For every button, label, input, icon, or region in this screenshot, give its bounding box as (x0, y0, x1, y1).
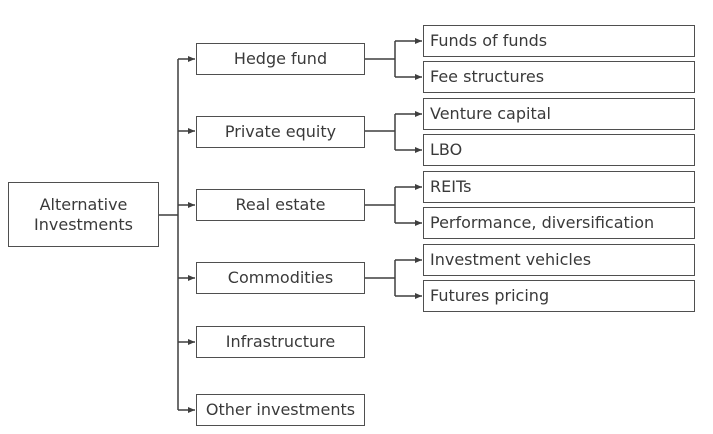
leaf-node-investment-vehicles: Investment vehicles (423, 244, 695, 276)
category-node-infrastructure: Infrastructure (196, 326, 365, 358)
leaf-node-reits: REITs (423, 171, 695, 203)
leaf-node-fee-structures: Fee structures (423, 61, 695, 93)
leaf-node-futures-pricing: Futures pricing (423, 280, 695, 312)
category-label: Commodities (227, 268, 334, 287)
category-node-hedge-fund: Hedge fund (196, 43, 365, 75)
leaf-label: Performance, diversification (430, 213, 655, 232)
leaf-label: LBO (430, 140, 463, 159)
category-node-private-equity: Private equity (196, 116, 365, 148)
leaf-label: Investment vehicles (430, 250, 592, 269)
category-node-other-investments: Other investments (196, 394, 365, 426)
leaf-node-performance-diversification: Performance, diversification (423, 207, 695, 239)
category-label: Infrastructure (225, 332, 336, 351)
leaf-label: Funds of funds (430, 31, 548, 50)
root-node-label: Alternative Investments (34, 194, 133, 234)
leaf-label: Fee structures (430, 67, 545, 86)
leaf-node-funds-of-funds: Funds of funds (423, 25, 695, 57)
leaf-label: Venture capital (430, 104, 551, 123)
category-node-commodities: Commodities (196, 262, 365, 294)
leaf-node-lbo: LBO (423, 134, 695, 166)
category-node-real-estate: Real estate (196, 189, 365, 221)
leaf-node-venture-capital: Venture capital (423, 98, 695, 130)
leaf-label: REITs (430, 177, 472, 196)
root-node-alternative-investments: Alternative Investments (8, 182, 159, 247)
category-label: Private equity (224, 122, 337, 141)
category-label: Other investments (205, 400, 356, 419)
category-label: Hedge fund (233, 49, 328, 68)
category-label: Real estate (235, 195, 326, 214)
leaf-label: Futures pricing (430, 286, 550, 305)
